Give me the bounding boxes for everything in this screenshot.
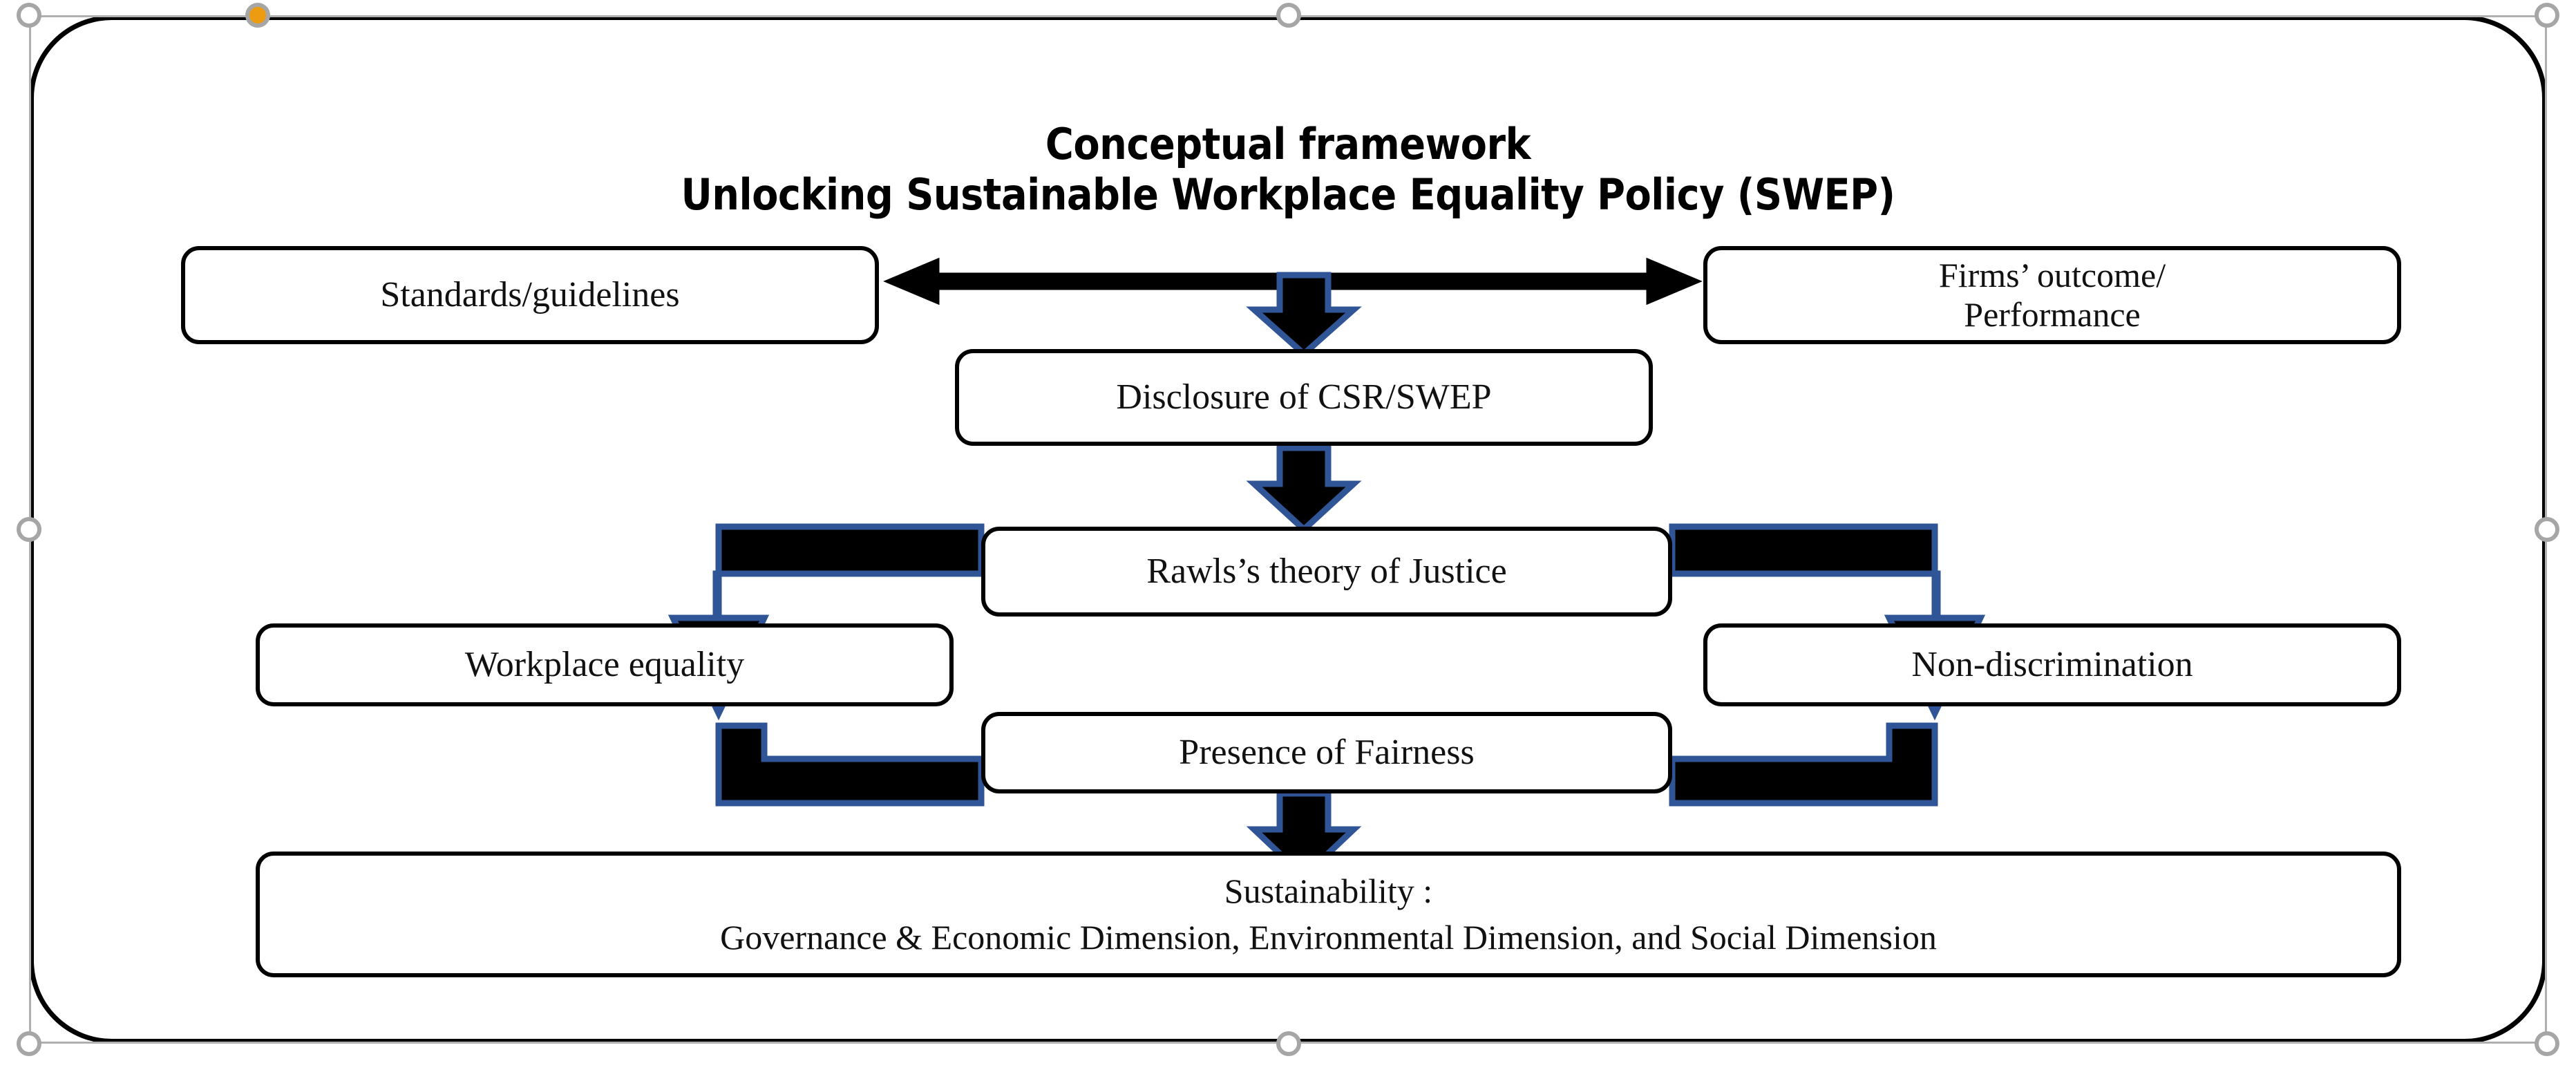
node-rawls-theory-of-justice-label: Rawls’s theory of Justice bbox=[1146, 552, 1507, 592]
node-standards-guidelines[interactable]: Standards/guidelines bbox=[181, 246, 879, 344]
shape-adjust-handle[interactable] bbox=[245, 3, 270, 28]
node-workplace-equality[interactable]: Workplace equality bbox=[256, 623, 954, 706]
node-disclosure-csr-swep-label: Disclosure of CSR/SWEP bbox=[1116, 377, 1492, 417]
selection-handle-middle-right[interactable] bbox=[2535, 517, 2559, 542]
selection-handle-bottom-right[interactable] bbox=[2535, 1031, 2559, 1056]
node-sustainability-dimensions[interactable]: Sustainability :Governance & Economic Di… bbox=[256, 852, 2401, 977]
selection-handle-top-center[interactable] bbox=[1276, 3, 1301, 28]
selection-handle-bottom-center[interactable] bbox=[1276, 1031, 1301, 1056]
title-line-2: Unlocking Sustainable Workplace Equality… bbox=[681, 169, 1895, 220]
node-disclosure-csr-swep[interactable]: Disclosure of CSR/SWEP bbox=[955, 349, 1653, 446]
node-sustainability-dimensions-label: Sustainability :Governance & Economic Di… bbox=[720, 872, 1937, 957]
node-non-discrimination-label: Non-discrimination bbox=[1911, 645, 2193, 685]
selection-handle-top-right[interactable] bbox=[2535, 3, 2559, 28]
selection-handle-top-left[interactable] bbox=[17, 3, 41, 28]
node-standards-guidelines-label: Standards/guidelines bbox=[380, 275, 680, 315]
node-presence-of-fairness-label: Presence of Fairness bbox=[1179, 733, 1475, 773]
selection-handle-bottom-left[interactable] bbox=[17, 1031, 41, 1056]
node-workplace-equality-label: Workplace equality bbox=[464, 645, 745, 685]
diagram-title: Conceptual framework Unlocking Sustainab… bbox=[0, 119, 2576, 220]
title-line-1: Conceptual framework bbox=[1045, 119, 1531, 169]
node-firms-outcome-performance-label: Firms’ outcome/Performance bbox=[1938, 256, 2166, 334]
node-rawls-theory-of-justice[interactable]: Rawls’s theory of Justice bbox=[981, 527, 1672, 617]
selection-handle-middle-left[interactable] bbox=[17, 517, 41, 542]
node-non-discrimination[interactable]: Non-discrimination bbox=[1703, 623, 2401, 706]
node-firms-outcome-performance[interactable]: Firms’ outcome/Performance bbox=[1703, 246, 2401, 344]
node-presence-of-fairness[interactable]: Presence of Fairness bbox=[981, 712, 1672, 793]
